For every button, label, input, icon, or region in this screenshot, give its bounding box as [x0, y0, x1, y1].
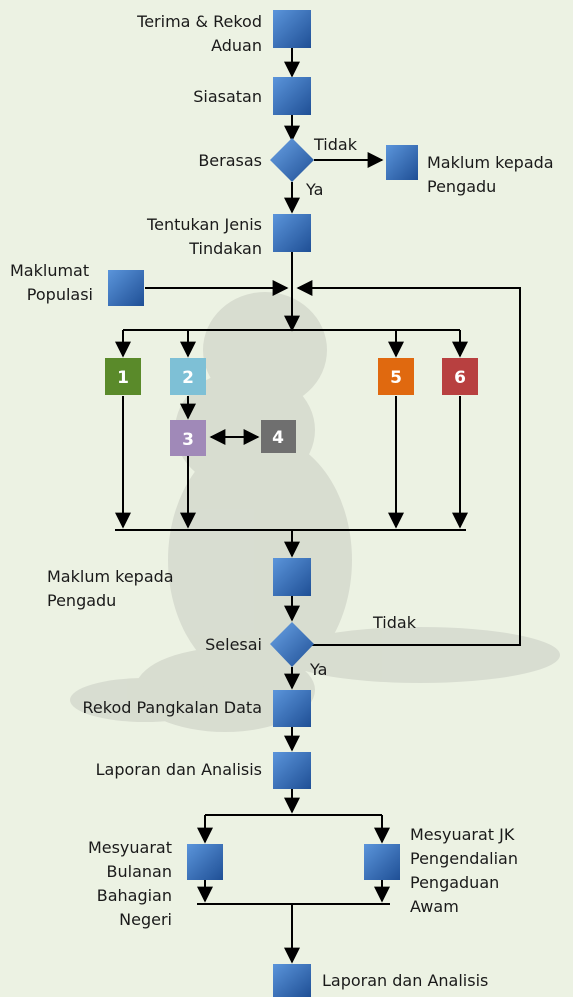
action-box-2	[170, 358, 206, 395]
monkey-silhouette-image	[70, 292, 560, 732]
label-mesyuarat-bulanan-line2: Bulanan	[107, 862, 172, 881]
step-box-mesyuarat-jk	[364, 844, 400, 880]
label-siasatan: Siasatan	[193, 87, 262, 106]
action-number-5: 5	[390, 368, 402, 388]
label-mesyuarat-jk-line1: Mesyuarat JK	[410, 825, 515, 844]
action-number-2: 2	[182, 368, 194, 388]
label-tidak-1: Tidak	[313, 135, 358, 154]
label-maklum-2-line1: Maklum kepada	[47, 567, 174, 586]
step-box-laporan-2	[273, 964, 311, 997]
label-laporan-1: Laporan dan Analisis	[96, 760, 262, 779]
action-box-4	[261, 420, 296, 453]
label-selesai: Selesai	[205, 635, 262, 654]
label-ya-2: Ya	[309, 660, 327, 679]
label-terima-line1: Terima & Rekod	[136, 12, 262, 31]
step-box-maklum-2	[273, 558, 311, 596]
step-box-tentukan	[273, 214, 311, 252]
decision-selesai-diamond	[270, 622, 314, 667]
step-box-rekod	[273, 690, 311, 727]
action-box-5	[378, 358, 414, 395]
label-laporan-2: Laporan dan Analisis	[322, 971, 488, 990]
step-box-maklum-1	[386, 145, 418, 180]
step-box-siasatan	[273, 77, 311, 115]
action-number-1: 1	[117, 368, 129, 388]
step-box-maklumat-populasi	[108, 270, 144, 306]
label-maklumat-line2: Populasi	[27, 285, 93, 304]
label-tentukan-line1: Tentukan Jenis	[146, 215, 262, 234]
action-box-1	[105, 358, 141, 395]
label-berasas: Berasas	[198, 151, 262, 170]
label-maklum-1-line1: Maklum kepada	[427, 153, 554, 172]
label-maklum-2-line2: Pengadu	[47, 591, 116, 610]
label-mesyuarat-jk-line2: Pengendalian	[410, 849, 518, 868]
action-number-3: 3	[182, 430, 194, 450]
label-rekod: Rekod Pangkalan Data	[83, 698, 262, 717]
action-number-6: 6	[454, 368, 466, 388]
connector-lines	[115, 48, 521, 964]
action-box-3	[170, 420, 206, 456]
step-box-laporan-1	[273, 752, 311, 789]
label-mesyuarat-bulanan-line1: Mesyuarat	[88, 838, 172, 857]
label-ya-1: Ya	[305, 180, 323, 199]
action-box-6	[442, 358, 478, 395]
label-tidak-2: Tidak	[372, 613, 417, 632]
step-box-terima	[273, 10, 311, 48]
label-mesyuarat-jk-line4: Awam	[410, 897, 459, 916]
label-maklum-1-line2: Pengadu	[427, 177, 496, 196]
label-terima-line2: Aduan	[211, 36, 262, 55]
step-box-mesyuarat-bulanan	[187, 844, 223, 880]
decision-berasas-diamond	[270, 138, 314, 182]
label-mesyuarat-jk-line3: Pengaduan	[410, 873, 499, 892]
label-tentukan-line2: Tindakan	[188, 239, 262, 258]
label-maklumat-line1: Maklumat	[10, 261, 89, 280]
label-mesyuarat-bulanan-line3: Bahagian	[97, 886, 172, 905]
action-number-4: 4	[272, 428, 284, 448]
label-mesyuarat-bulanan-line4: Negeri	[119, 910, 172, 929]
